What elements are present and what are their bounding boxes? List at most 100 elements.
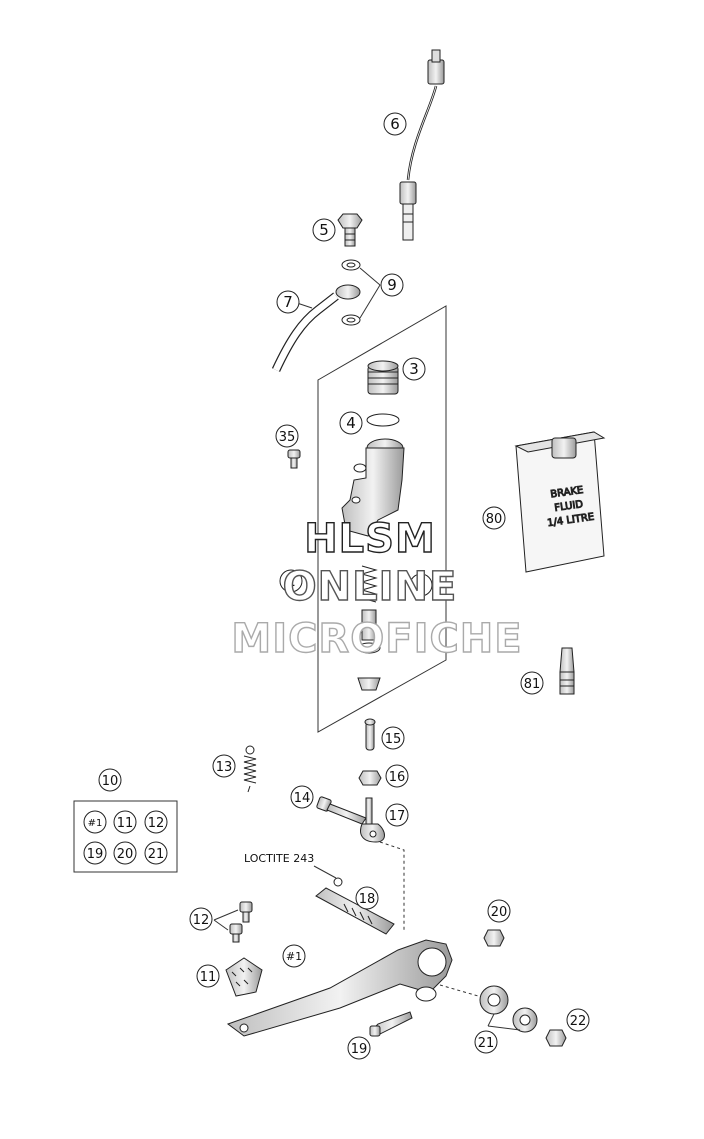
callout-81: 81 [520, 671, 544, 695]
svg-text:5: 5 [319, 221, 329, 239]
svg-text:19: 19 [87, 847, 104, 862]
svg-text:16: 16 [389, 770, 406, 785]
reservoir-cap-part [367, 360, 399, 395]
svg-text:20: 20 [491, 905, 508, 920]
svg-text:10: 10 [102, 774, 119, 789]
master-cylinder-body [341, 438, 405, 537]
callout-6: 6 [383, 112, 407, 136]
callout-1: 1 [279, 569, 303, 593]
callout-10: 10 [98, 768, 122, 792]
svg-text:1: 1 [286, 572, 296, 590]
callout-2: 2 [409, 573, 433, 597]
svg-text:#1: #1 [286, 950, 302, 963]
push-rod-part [364, 718, 376, 751]
callout-17: 17 [385, 803, 409, 827]
kit-callout-21: 21 [144, 841, 168, 865]
return-spring-part [243, 745, 257, 793]
callout-19: 19 [347, 1036, 371, 1060]
callout-3: 3 [402, 357, 426, 381]
peg-screws-part [229, 901, 253, 943]
brake-fluid-bottle-part: BRAKE FLUID 1/4 LITRE [514, 431, 606, 573]
svg-text:12: 12 [193, 913, 210, 928]
callout-14: 14 [290, 785, 314, 809]
svg-text:81: 81 [524, 677, 541, 692]
svg-text:6: 6 [390, 115, 400, 133]
svg-text:11: 11 [117, 816, 134, 831]
loctite-note: LOCTITE 243 [244, 852, 314, 865]
master-cylinder-panel [317, 305, 447, 733]
callout-15: 15 [381, 726, 405, 750]
svg-text:21: 21 [148, 847, 165, 862]
callout-21: 21 [474, 1030, 498, 1054]
lever-bolt-part [315, 887, 395, 935]
svg-text:3: 3 [409, 360, 419, 378]
callout-80: 80 [482, 506, 506, 530]
brake-hose-part [271, 284, 361, 372]
svg-text:17: 17 [389, 809, 406, 824]
kit-callout-19: 19 [83, 841, 107, 865]
axle-nut-part [545, 1029, 567, 1047]
alignment-guide-line [379, 841, 405, 930]
callout-22: 22 [566, 1008, 590, 1032]
sealing-washers-part [341, 259, 361, 326]
svg-text:7: 7 [283, 293, 293, 311]
bottle-line-2: FLUID [554, 499, 584, 514]
callout-20: 20 [487, 899, 511, 923]
pivot-bolt-part [316, 796, 367, 825]
brake-pedal-lever-part [226, 939, 453, 1037]
svg-text:35: 35 [279, 430, 296, 445]
clevis-part [360, 797, 385, 843]
kit-callout-1: #1 [83, 810, 107, 834]
svg-text:9: 9 [387, 276, 397, 294]
svg-text:19: 19 [351, 1042, 368, 1057]
svg-text:22: 22 [570, 1014, 587, 1029]
svg-text:15: 15 [385, 732, 402, 747]
loctite-drop-icon [333, 877, 343, 887]
svg-text:21: 21 [478, 1036, 495, 1051]
piston-spring-part [357, 565, 381, 691]
bearings-part [479, 985, 538, 1033]
screw-part [287, 449, 301, 469]
callout-9: 9 [380, 273, 404, 297]
callout-16: 16 [385, 764, 409, 788]
repair-kit-box [73, 800, 178, 873]
brake-light-switch-part [399, 49, 445, 241]
kit-callout-12: 12 [144, 810, 168, 834]
svg-text:11: 11 [200, 970, 217, 985]
svg-text:18: 18 [359, 892, 376, 907]
banjo-bolt-part [337, 213, 363, 247]
pedal-tip-part [225, 957, 263, 997]
svg-text:12: 12 [148, 816, 165, 831]
svg-text:#1: #1 [88, 818, 103, 829]
bearing-nut-part [483, 929, 505, 947]
watermark: HLSM ONLINE MICROFICHE [231, 515, 523, 662]
callout-11: 11 [196, 964, 220, 988]
callout-4: 4 [339, 411, 363, 435]
callout-5: 5 [312, 218, 336, 242]
o-ring-part [366, 413, 400, 427]
pedal-axle-bolt-part [369, 1011, 413, 1037]
callout-pedal-1: #1 [282, 944, 306, 968]
watermark-line-1: HLSM [304, 516, 436, 562]
bottle-line-1: BRAKE [550, 485, 584, 501]
svg-text:13: 13 [216, 760, 233, 775]
callout-7: 7 [276, 290, 300, 314]
svg-text:20: 20 [117, 847, 134, 862]
callout-35: 35 [275, 424, 299, 448]
callout-18: 18 [355, 886, 379, 910]
callout-leaders [213, 267, 521, 1031]
svg-text:14: 14 [294, 791, 311, 806]
callout-13: 13 [212, 754, 236, 778]
loctite-leader [313, 865, 337, 879]
kit-callout-11: 11 [113, 810, 137, 834]
callout-12: 12 [189, 907, 213, 931]
bleed-nipple-part [559, 647, 575, 695]
watermark-line-3: MICROFICHE [231, 616, 522, 662]
kit-callout-20: 20 [113, 841, 137, 865]
svg-text:2: 2 [416, 576, 426, 594]
nut-part [358, 770, 382, 786]
watermark-line-2: ONLINE [283, 564, 458, 610]
callout-set: 6 5 9 7 3 4 35 80 1 2 81 15 13 16 10 14 … [98, 112, 590, 1060]
svg-text:80: 80 [486, 512, 503, 527]
